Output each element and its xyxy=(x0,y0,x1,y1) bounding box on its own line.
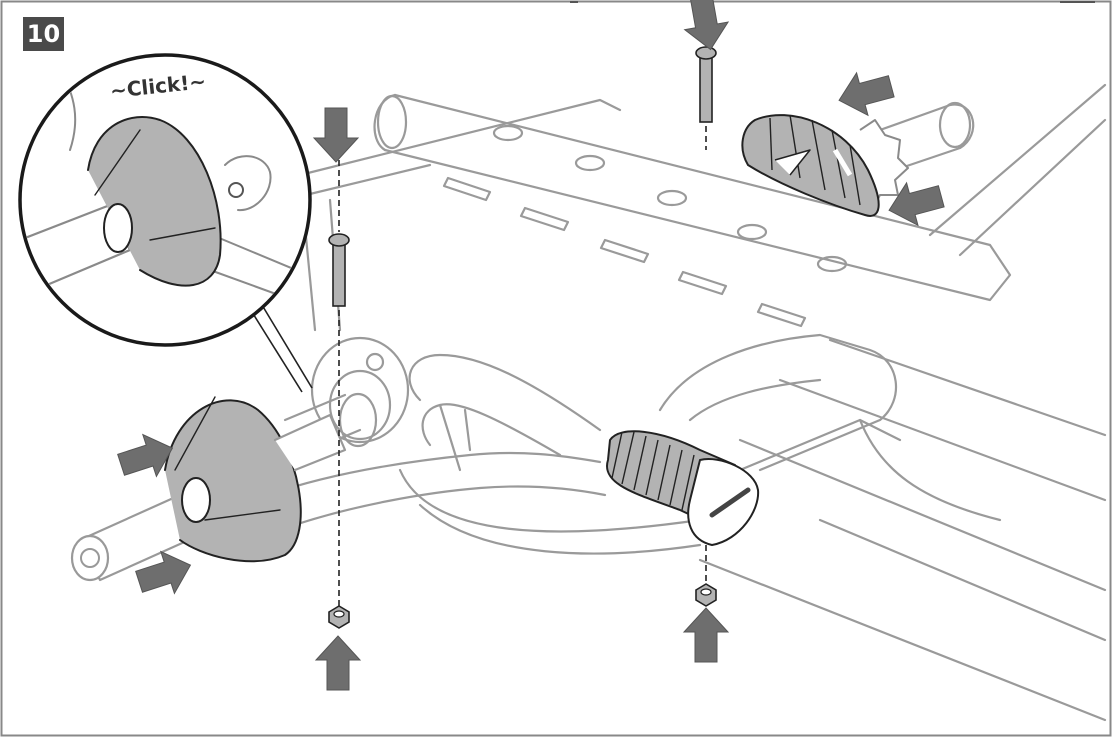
nut-icon xyxy=(695,583,717,607)
rear-cone-assembly xyxy=(741,114,909,217)
bolt-icon xyxy=(695,46,717,585)
wheel-cone-assembly xyxy=(70,396,347,582)
push-arrow-icon xyxy=(315,635,361,691)
callout-leader xyxy=(251,304,313,393)
nut-icon xyxy=(328,605,350,629)
push-arrow-icon xyxy=(679,0,733,54)
step-number-badge: 10 xyxy=(23,17,64,51)
click-callout xyxy=(18,53,312,347)
hitch-grip xyxy=(605,430,760,546)
trailer-frame xyxy=(223,83,1107,722)
push-arrow-icon xyxy=(683,607,729,663)
push-arrow-icon xyxy=(832,64,898,123)
push-arrow-icon xyxy=(313,107,359,163)
bolt-icon xyxy=(328,160,350,608)
